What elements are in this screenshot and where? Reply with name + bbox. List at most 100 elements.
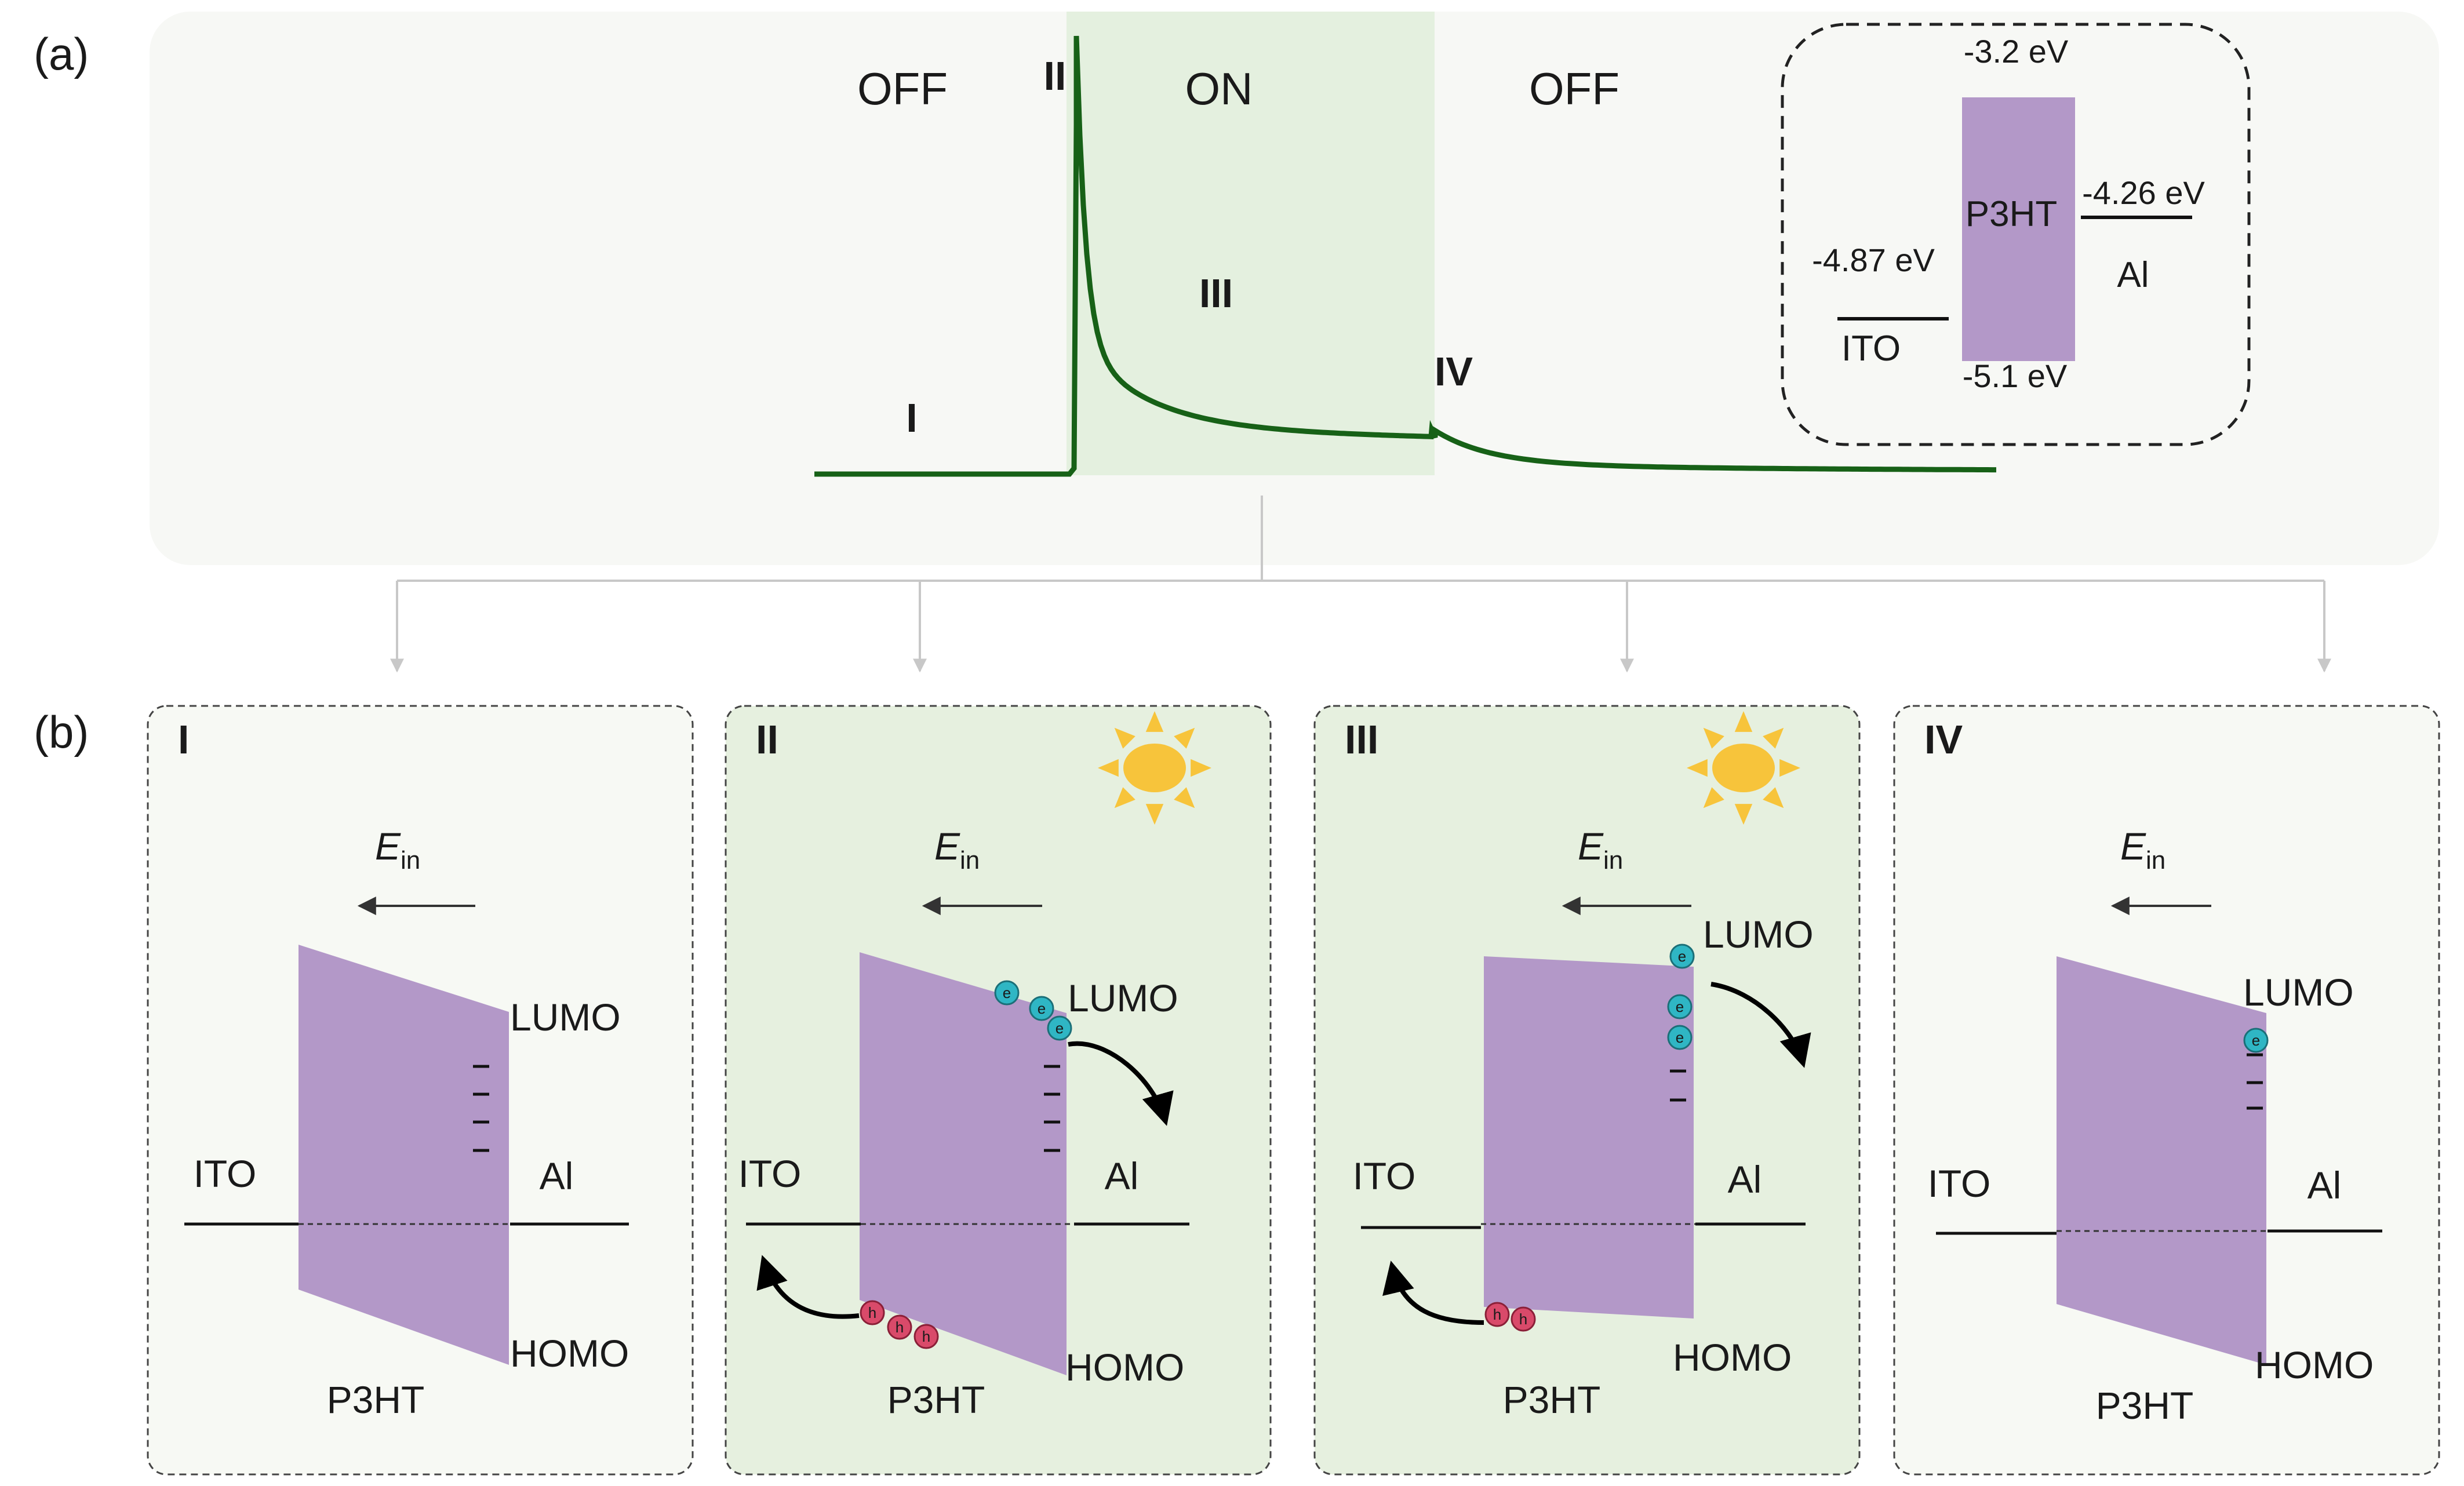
ito-label: ITO: [194, 1152, 257, 1195]
inset-ito-label: ITO: [1841, 329, 1901, 369]
hole: [1484, 1302, 1510, 1327]
lumo-label: LUMO: [510, 996, 621, 1039]
ito-label: ITO: [1928, 1162, 1991, 1205]
electron: [994, 980, 1020, 1006]
electron: [1047, 1015, 1072, 1041]
sun-ray: [1191, 759, 1211, 777]
homo-label: HOMO: [2255, 1343, 2374, 1386]
inset-lumo-energy: -3.2 eV: [1964, 33, 2069, 70]
electron-label: e: [1676, 998, 1684, 1015]
hole: [860, 1300, 885, 1325]
p3ht-label: P3HT: [2096, 1384, 2194, 1427]
lumo-label: LUMO: [1703, 913, 1814, 956]
hole-label: h: [1493, 1306, 1501, 1323]
sun-ray: [1145, 711, 1164, 732]
panel-a-label: (a): [34, 28, 89, 79]
p3ht-band-polygon: [299, 945, 509, 1365]
al-label: Al: [1728, 1158, 1762, 1201]
band-panel-stage-label: IV: [1924, 717, 1963, 762]
sun-ray: [1734, 711, 1753, 732]
electron-label: e: [1003, 984, 1011, 1001]
stage-label-I: I: [906, 395, 917, 440]
sun-disk: [1712, 744, 1775, 792]
electron-label: e: [1038, 1000, 1046, 1017]
internal-field-label: Ein: [934, 825, 980, 875]
sun-disk: [1123, 744, 1186, 792]
on-label: ON: [1185, 63, 1253, 114]
hole-label: h: [1519, 1310, 1527, 1328]
hole: [887, 1314, 912, 1340]
stage-label-II: II: [1044, 53, 1067, 99]
sun-ray: [1763, 787, 1784, 808]
lumo-label: LUMO: [1068, 977, 1178, 1019]
inset-homo-energy: -5.1 eV: [1963, 358, 2068, 394]
photocurrent-trace: [814, 35, 1996, 477]
band-panel-stage-label: III: [1345, 717, 1378, 762]
carrier-transfer-arrow: [1710, 982, 1811, 1068]
al-label: Al: [1105, 1154, 1139, 1197]
electron-label: e: [1056, 1019, 1064, 1037]
sun-icon: [1687, 711, 1800, 825]
inset-material-label: P3HT: [1966, 194, 2057, 234]
sun-ray: [1145, 804, 1164, 825]
hole-label: h: [896, 1319, 904, 1336]
electron: [1669, 944, 1695, 969]
p3ht-band-polygon: [2057, 956, 2266, 1365]
carrier-transfer-arrow: [756, 1255, 860, 1319]
sun-ray: [1779, 759, 1800, 777]
sun-ray: [1114, 727, 1135, 749]
band-panel-stage-label: II: [756, 717, 778, 762]
internal-field-label: Ein: [2120, 825, 2165, 875]
energy-inset-border: [1781, 23, 2251, 446]
stage-label-IV: IV: [1435, 349, 1473, 394]
electron-label: e: [1676, 1029, 1684, 1046]
hole: [1511, 1306, 1536, 1332]
carrier-transfer-arrow: [1068, 1041, 1174, 1126]
electron: [1667, 1025, 1693, 1050]
stage-connectors: [390, 496, 2331, 673]
internal-field-label: Ein: [1578, 825, 1623, 875]
sun-ray: [1703, 787, 1724, 808]
on-region: [1067, 12, 1435, 475]
electron-label: e: [1678, 948, 1686, 965]
sun-ray: [1174, 787, 1195, 808]
sun-ray: [1763, 727, 1784, 749]
inset-al-energy: -4.26 eV: [2082, 174, 2205, 211]
electron-label: e: [2252, 1032, 2260, 1049]
p3ht-band-polygon: [860, 952, 1067, 1375]
sun-ray: [1703, 727, 1724, 749]
ito-label: ITO: [738, 1152, 802, 1195]
p3ht-label: P3HT: [327, 1378, 425, 1421]
stage-label-III: III: [1199, 271, 1233, 316]
hole-label: h: [868, 1304, 876, 1321]
homo-label: HOMO: [1673, 1336, 1792, 1379]
inset-al-label: Al: [2117, 255, 2149, 295]
p3ht-label: P3HT: [1503, 1378, 1601, 1421]
electron: [1667, 994, 1693, 1019]
sun-icon: [1098, 711, 1211, 825]
sun-ray: [1734, 804, 1753, 825]
electron: [1029, 996, 1054, 1021]
p3ht-band-polygon: [1484, 956, 1694, 1319]
sun-ray: [1687, 759, 1708, 777]
band-panel-stage-label: I: [178, 717, 189, 762]
hole: [913, 1324, 939, 1349]
p3ht-band: [1962, 97, 2075, 361]
off-right-label: OFF: [1529, 63, 1619, 114]
carrier-transfer-arrow: [1382, 1261, 1484, 1325]
off-left-label: OFF: [857, 63, 948, 114]
electron: [2243, 1028, 2269, 1053]
al-label: Al: [540, 1154, 574, 1197]
inset-ito-energy: -4.87 eV: [1812, 242, 1935, 278]
homo-label: HOMO: [510, 1332, 629, 1375]
sun-ray: [1174, 727, 1195, 749]
sun-ray: [1114, 787, 1135, 808]
ito-label: ITO: [1353, 1154, 1416, 1197]
hole-label: h: [922, 1328, 930, 1345]
